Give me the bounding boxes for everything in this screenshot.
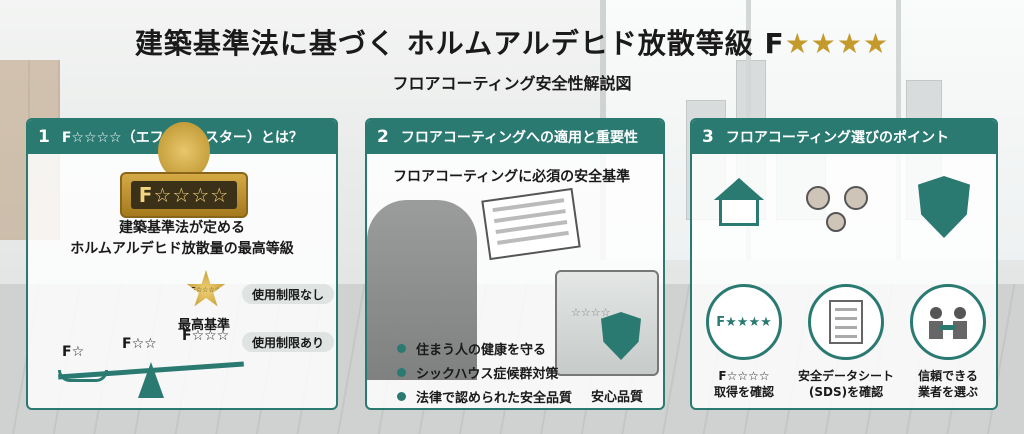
caption-f4star: F☆☆☆☆ 取得を確認 xyxy=(694,368,794,400)
panel-heading: フロアコーティング選びのポイント xyxy=(725,130,950,146)
list-item: 法律で認められた安全品質 xyxy=(397,384,572,408)
definition-text: 建築基準法が定める ホルムアルデヒド放散量の最高等級 xyxy=(28,218,336,260)
circle-label: F★★★★ xyxy=(716,314,772,330)
grade-f1: F☆ xyxy=(62,344,85,360)
panel-number: 2 xyxy=(377,127,389,147)
clipboard-icon xyxy=(481,187,581,261)
panel-number: 3 xyxy=(702,127,714,147)
caption-line: 取得を確認 xyxy=(713,385,774,399)
pill-unlimited: 使用制限なし xyxy=(242,284,335,304)
grade-f2: F☆☆ xyxy=(122,336,157,352)
panel-header: 3 フロアコーティング選びのポイント xyxy=(692,120,996,154)
family-icon xyxy=(792,180,892,250)
medal-rosette xyxy=(158,122,210,180)
panel-heading: フロアコーティングへの適用と重要性 xyxy=(400,130,639,146)
document-icon xyxy=(808,284,884,360)
page-subtitle: フロアコーティング安全性解説図 xyxy=(392,74,632,93)
caption-line: F☆☆☆☆ xyxy=(718,369,770,383)
caption-line: (SDS)を確認 xyxy=(808,385,884,399)
panel-what-is-f4star: 1 F☆☆☆☆（エフフォースター）とは？ F☆☆☆☆ 建築基準法が定める ホルム… xyxy=(26,118,338,410)
page-title: 建築基準法に基づく ホルムアルデヒド放散等級 F★★★★ xyxy=(0,22,1024,62)
definition-line: 建築基準法が定める xyxy=(119,220,245,236)
list-item: シックハウス症候群対策 xyxy=(397,360,572,384)
panel-number: 1 xyxy=(38,127,50,147)
panel-header: 2 フロアコーティングへの適用と重要性 xyxy=(367,120,663,154)
medal-label: F☆☆☆☆ xyxy=(130,181,238,209)
caption-line: 安全データシート xyxy=(797,369,894,383)
title-stars: ★★★★ xyxy=(784,27,890,60)
medal-plate: F☆☆☆☆ xyxy=(120,172,248,218)
handshake-icon xyxy=(910,284,986,360)
coating-can-icon: ☆☆☆☆ xyxy=(555,270,659,376)
house-icon xyxy=(714,178,764,228)
scale-pan xyxy=(58,370,108,382)
definition-line: ホルムアルデヒド放散量の最高等級 xyxy=(70,241,294,257)
benefit-list: 住まう人の健康を守る シックハウス症候群対策 法律で認められた安全品質 xyxy=(397,336,572,408)
top-grade-label: 最高基準 xyxy=(178,318,231,333)
panel-selection-points: 3 フロアコーティング選びのポイント F★★★★ F☆☆☆☆ 取得を確認 安全デ… xyxy=(690,118,998,410)
panel-application: 2 フロアコーティングへの適用と重要性 フロアコーティングに必須の安全基準 ☆☆… xyxy=(365,118,665,410)
shield-icon xyxy=(601,312,641,360)
caption-contractor: 信頼できる 業者を選ぶ xyxy=(898,368,996,400)
caption-line: 業者を選ぶ xyxy=(917,385,978,399)
caption-line: 信頼できる xyxy=(918,369,978,383)
check-icon: F★★★★ xyxy=(706,284,782,360)
star-badge-icon: F☆☆☆☆ xyxy=(186,270,226,307)
title-text: 建築基準法に基づく ホルムアルデヒド放散等級 F xyxy=(134,27,785,60)
grade-f3: F☆☆☆ xyxy=(182,328,230,344)
medal-icon: F☆☆☆☆ xyxy=(120,122,248,248)
caption-sds: 安全データシート (SDS)を確認 xyxy=(796,368,896,400)
badge-label: F☆☆☆☆ xyxy=(191,286,221,294)
panel-subheading: フロアコーティングに必須の安全基準 xyxy=(393,169,631,185)
pill-limited: 使用制限あり xyxy=(242,332,335,352)
shield-icon xyxy=(918,176,970,238)
quality-label: 安心品質 xyxy=(591,390,644,405)
can-label: ☆☆☆☆ xyxy=(571,306,611,319)
list-item: 住まう人の健康を守る xyxy=(397,336,572,360)
